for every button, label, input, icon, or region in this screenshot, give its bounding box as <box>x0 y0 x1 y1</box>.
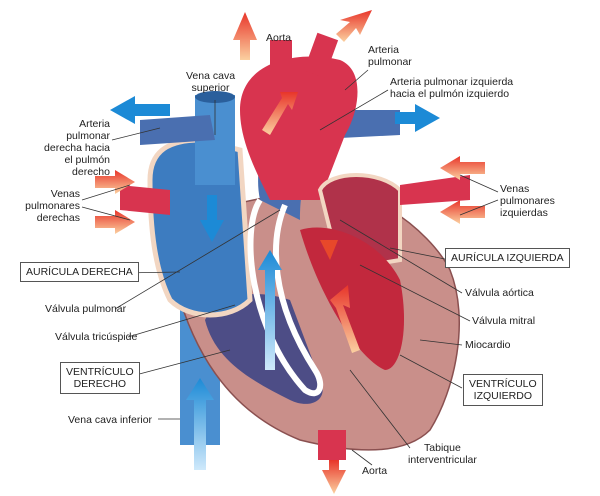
arrow-up-ivc-icon <box>186 378 214 470</box>
label-valvula-pulmonar: Válvula pulmonar <box>45 303 127 315</box>
label-venas-pulmonares-derechas: Venas pulmonares derechas <box>25 188 80 224</box>
arrow-in-left-vein-2-icon <box>440 200 485 224</box>
arrow-up-aorta-right-icon <box>336 10 372 42</box>
label-vena-cava-superior: Vena cava superior <box>186 70 236 94</box>
arrow-down-atrium-icon <box>200 195 224 242</box>
aorta <box>240 56 358 201</box>
label-venas-pulmonares-izquierdas: Venas pulmonares izquierdas <box>500 183 555 219</box>
label-aorta-bottom: Aorta <box>362 465 388 477</box>
label-aorta-top: Aorta <box>266 32 292 44</box>
arrow-in-left-vein-1-icon <box>440 156 485 180</box>
leader-lines <box>81 69 499 466</box>
label-ventriculo-derecho: VENTRÍCULO DERECHO <box>60 362 140 394</box>
label-valvula-mitral: Válvula mitral <box>472 315 536 327</box>
label-arteria-pulmonar-derecha: Arteria pulmonar derecha hacia el pulmón… <box>44 118 110 178</box>
label-valvula-aortica: Válvula aórtica <box>465 287 534 299</box>
arrow-aorta-inner-icon <box>262 92 298 135</box>
label-auricula-izquierda: AURÍCULA IZQUIERDA <box>445 248 570 268</box>
label-auricula-derecha: AURÍCULA DERECHA <box>20 262 139 282</box>
label-valvula-tricuspide: Válvula tricúspide <box>55 331 138 343</box>
label-tabique-interventricular: Tabique interventricular <box>408 442 477 466</box>
left-ventricle <box>300 227 405 370</box>
arrow-down-la-icon <box>320 240 338 260</box>
arrow-left-lung-icon <box>110 96 170 124</box>
blood-flow-arrows <box>95 10 485 494</box>
arrow-right-lung-icon <box>395 104 440 132</box>
arrow-down-aorta-icon <box>322 460 346 494</box>
arrow-up-lv-icon <box>330 285 360 353</box>
label-vena-cava-inferior: Vena cava inferior <box>68 414 153 426</box>
arrow-up-rv-icon <box>258 250 282 370</box>
arrow-up-aorta-left-icon <box>233 12 257 60</box>
label-ventriculo-izquierdo: VENTRÍCULO IZQUIERDO <box>463 374 543 406</box>
arrow-in-right-vein-1-icon <box>95 170 135 194</box>
arrow-in-right-vein-2-icon <box>95 210 135 234</box>
label-arteria-pulmonar: Arteria pulmonar <box>368 44 412 68</box>
label-arteria-pulmonar-izquierda: Arteria pulmonar izquierda hacia el pulm… <box>390 76 514 100</box>
label-miocardio: Miocardio <box>465 339 511 351</box>
